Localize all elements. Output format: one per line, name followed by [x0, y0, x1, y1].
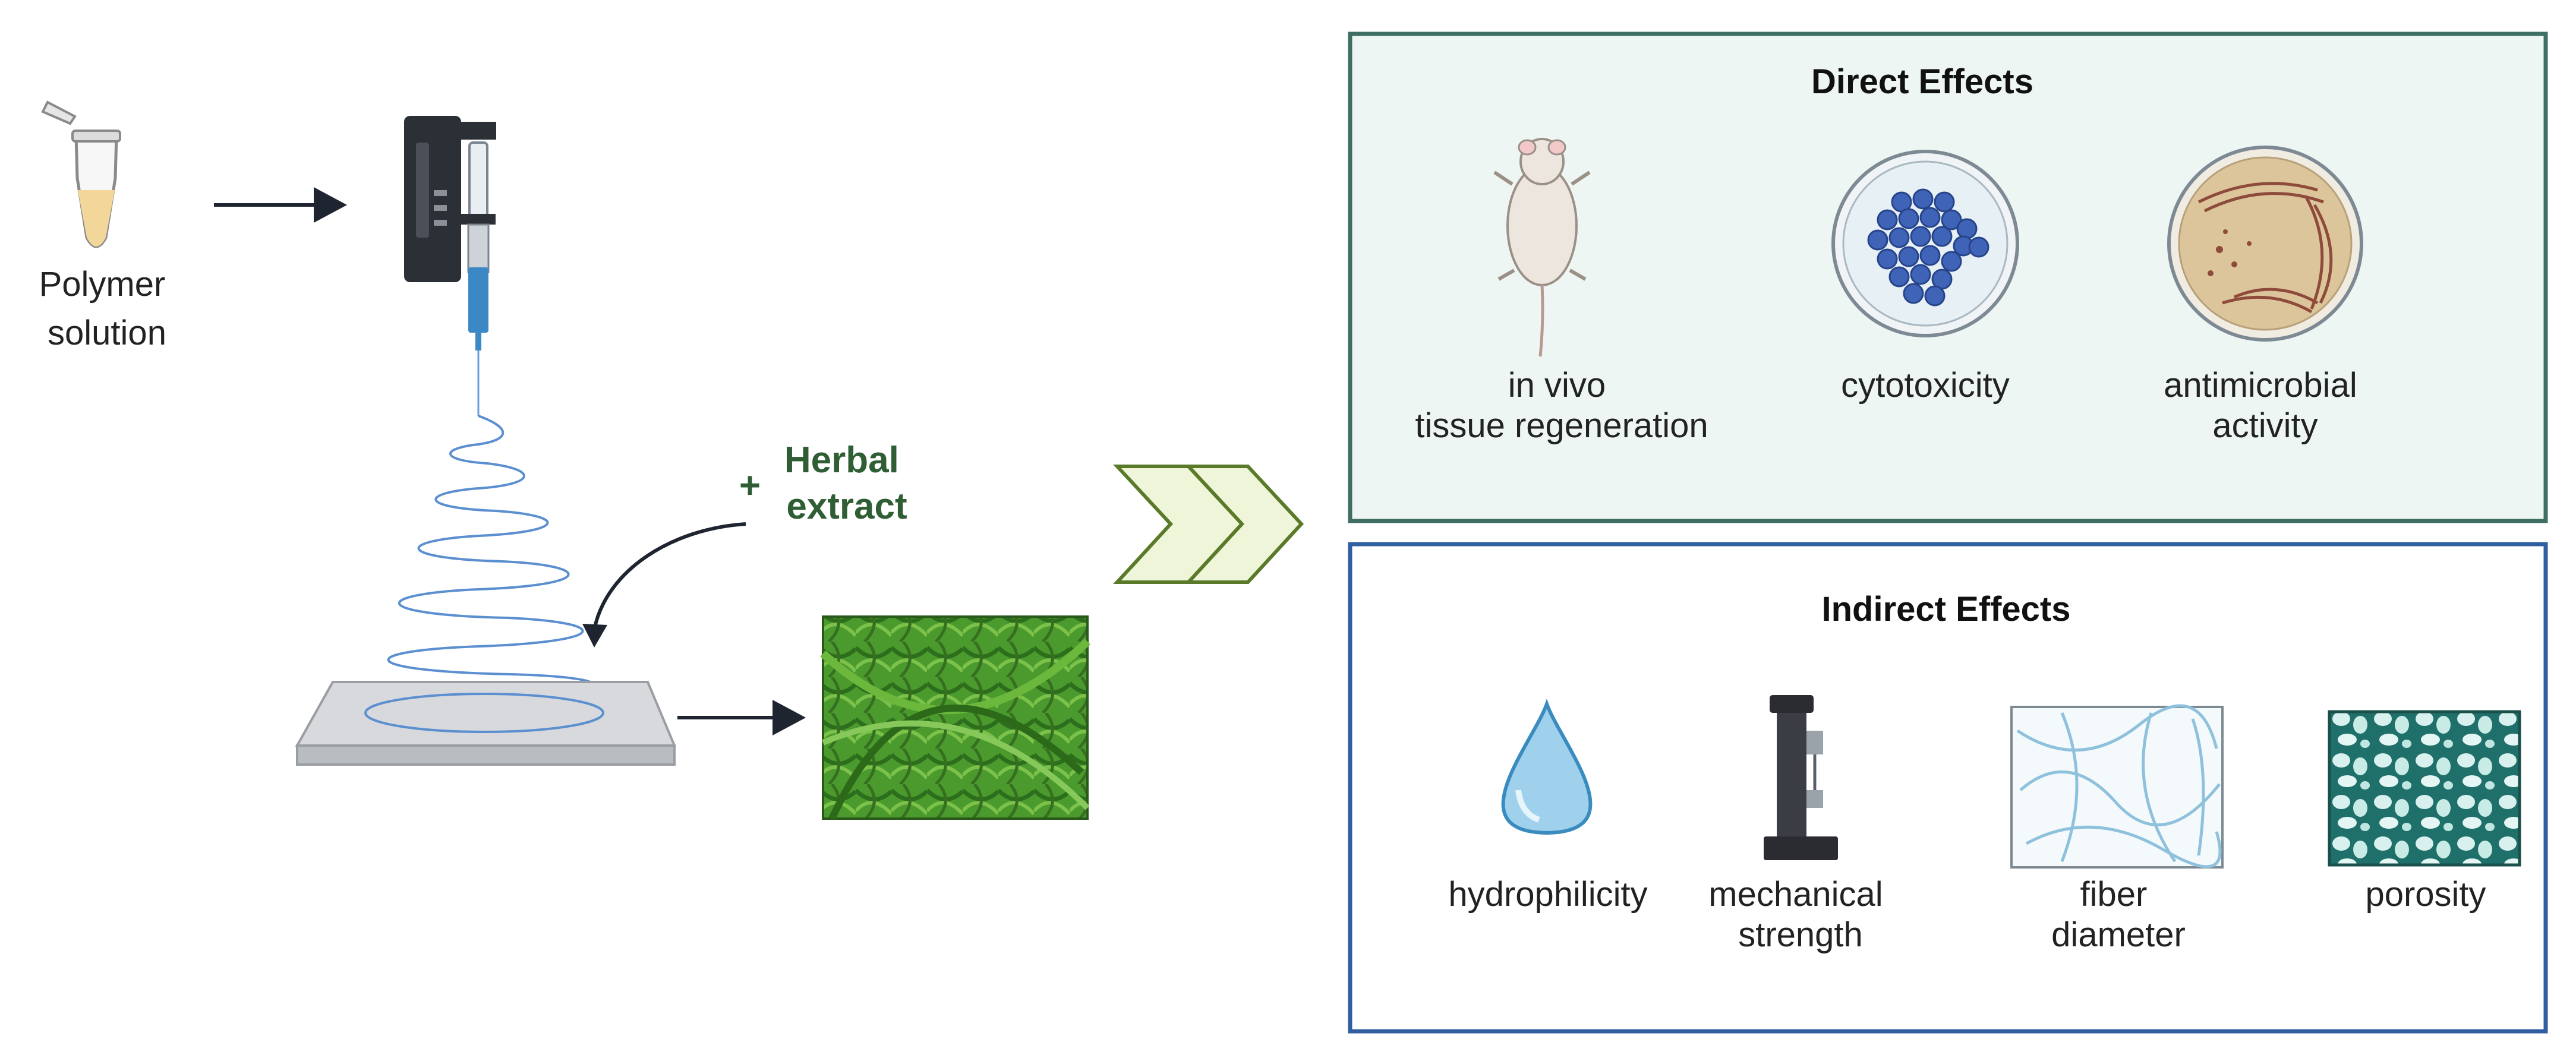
hydrophilicity-label: hydrophilicity — [1448, 875, 1647, 914]
indirect-effects-panel: Indirect Effects hydrophilicity mechanic… — [1348, 542, 2548, 1034]
eppendorf-tube-icon — [41, 100, 121, 248]
direct-effects-title: Direct Effects — [1811, 62, 2033, 101]
cytotoxicity-label: cytotoxicity — [1841, 366, 2010, 405]
direct-effects-panel: Direct Effects in vivo tissue regenerati… — [1348, 31, 2548, 523]
herbal-plus-sign: + — [739, 465, 761, 506]
cell-dish-icon — [1831, 150, 2019, 337]
bacteria-dish-icon — [2167, 146, 2363, 342]
porous-scaffold-icon — [2328, 710, 2521, 867]
fiber-mesh-icon — [2010, 704, 2224, 869]
mouse-icon — [1493, 138, 1591, 357]
indirect-effects-title: Indirect Effects — [1822, 590, 2071, 629]
double-chevron-arrow — [1113, 465, 1304, 584]
collector-plate-icon — [295, 681, 677, 766]
arrow-to-syringe-pump — [214, 187, 347, 223]
water-drop-icon — [1501, 699, 1593, 835]
herbal-nanofiber-mat-icon — [820, 615, 1090, 820]
herbal-extract-label: Herbal extract — [784, 440, 909, 527]
polymer-solution-label: Polymer solution — [39, 265, 175, 352]
arrow-herbal-to-plate — [582, 522, 746, 648]
mechanical-strength-label: mechanical strength — [1708, 875, 1893, 954]
in-vivo-label: in vivo tissue regeneration — [1415, 366, 1708, 445]
porosity-label: porosity — [2365, 875, 2486, 914]
syringe-pump-icon — [404, 116, 496, 416]
tensile-tester-icon — [1764, 695, 1838, 860]
antimicrobial-label: antimicrobial activity — [2164, 366, 2367, 445]
arrow-to-nanofiber-mat — [677, 700, 806, 735]
fiber-diameter-label: fiber diameter — [2051, 875, 2186, 954]
